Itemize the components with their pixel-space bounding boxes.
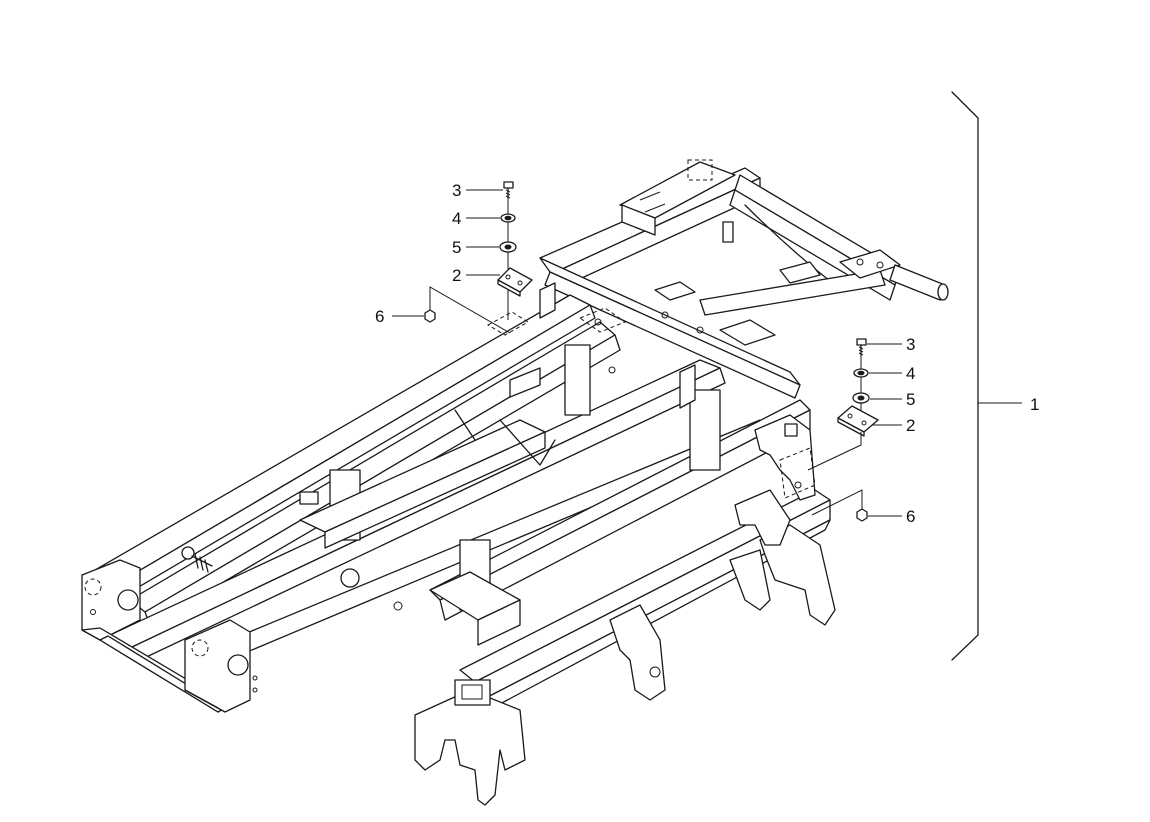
callout-3-right: 3 <box>906 335 915 354</box>
hardware-stack-left <box>424 181 533 336</box>
callout-5-right: 5 <box>906 390 915 409</box>
assembly-bracket <box>951 91 979 661</box>
bolt-head-left <box>503 181 514 189</box>
leader-lines <box>392 189 1022 517</box>
callout-labels: 1 3 4 5 2 6 3 4 5 2 6 <box>375 181 1039 526</box>
rear-cross-frame <box>539 159 949 399</box>
callout-6-right: 6 <box>906 507 915 526</box>
nut-left <box>424 309 436 323</box>
callout-1: 1 <box>1030 395 1039 414</box>
plate-left <box>497 267 533 293</box>
callout-6-left: 6 <box>375 307 384 326</box>
callout-5-left: 5 <box>452 238 461 257</box>
nut-right <box>856 508 868 522</box>
bolt-head-right <box>856 338 867 346</box>
callout-3-left: 3 <box>452 181 461 200</box>
main-frame-rails <box>94 282 831 713</box>
callout-2-right: 2 <box>906 416 915 435</box>
callout-4-right: 4 <box>906 364 915 383</box>
mounting-bracket-right <box>754 414 816 501</box>
front-shank-brackets <box>414 489 836 806</box>
hardware-stack-right <box>807 338 879 522</box>
rear-hitch-plates <box>81 546 258 713</box>
callout-2-left: 2 <box>452 266 461 285</box>
callout-4-left: 4 <box>452 209 461 228</box>
